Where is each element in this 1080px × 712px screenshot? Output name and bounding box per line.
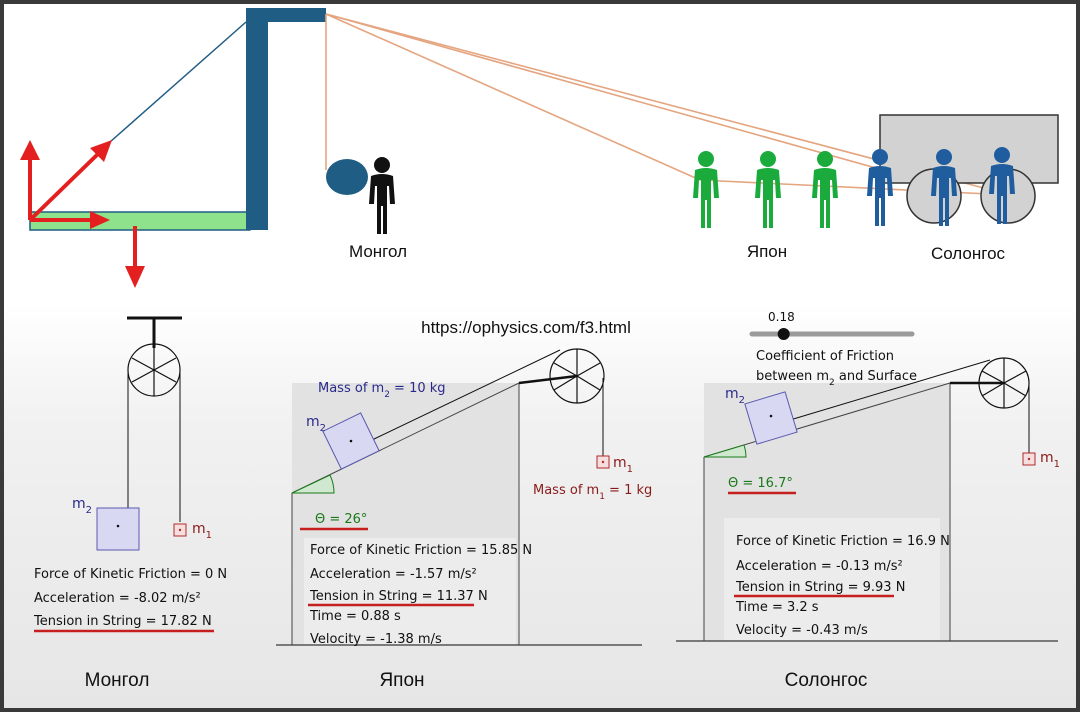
url-text: https://ophysics.com/f3.html: [421, 318, 631, 337]
incline-slope: [703, 382, 951, 458]
diagram-svg: Монгол Япон Солонгос https://ophysics.co…: [20, 8, 1060, 691]
mass-m2: [96, 507, 140, 551]
mass-m2-label: m2: [725, 386, 745, 406]
diagram-canvas: Монгол Япон Солонгос https://ophysics.co…: [4, 4, 1076, 708]
friction-slider-thumb[interactable]: [777, 328, 790, 340]
cart-body: [879, 114, 1059, 184]
cart-wheel-right: [980, 168, 1036, 224]
readout-box: [304, 538, 516, 646]
scene-label-mongol: Монгол: [349, 242, 407, 261]
string-slope: [789, 359, 991, 421]
tower-beam: [246, 8, 326, 22]
mass-m2-label: m2: [306, 414, 326, 434]
readout-velocity: Velocity = -1.38 m/s: [310, 632, 442, 647]
readout-time: Time = 0.88 s: [309, 609, 401, 624]
mass-m1-value: Mass of m1 = 1 kg: [533, 483, 652, 502]
scene-label-japan: Япон: [747, 242, 787, 261]
mass-m1-label: m1: [613, 455, 633, 475]
angle-label: Θ = 16.7°: [728, 476, 793, 491]
tower-post: [246, 20, 268, 230]
angle-label: Θ = 26°: [315, 512, 367, 527]
readout-tension: Tension in String = 17.82 N: [33, 614, 212, 629]
readout-friction: Force of Kinetic Friction = 0 N: [34, 567, 227, 582]
person-japan-icon: [755, 151, 781, 228]
caption-korea: Солонгос: [785, 670, 868, 691]
mass-m2-label: m2: [72, 496, 92, 516]
readout-acceleration: Acceleration = -8.02 m/s²: [34, 591, 201, 606]
scene: Монгол Япон Солонгос: [20, 8, 1059, 288]
angle-arc: [703, 444, 747, 458]
mass-m2-value: Mass of m2 = 10 kg: [318, 381, 446, 400]
readout-friction: Force of Kinetic Friction = 16.9 N: [736, 534, 950, 549]
force-arrows: [20, 140, 145, 288]
caption-mongol: Монгол: [85, 670, 150, 691]
angle-arc: [291, 474, 335, 494]
coef-label-line2: between m2 and Surface: [756, 369, 917, 388]
readout-box: [724, 518, 940, 642]
person-japan-icon: [812, 151, 838, 228]
mass-m1-label: m1: [1040, 450, 1060, 470]
readout-tension: Tension in String = 11.37 N: [309, 589, 488, 604]
arrow-diagonal: [28, 150, 102, 222]
arrow-right-head: [90, 211, 110, 229]
arrow-up-head: [20, 140, 40, 160]
pulley-wheel-icon: [549, 348, 605, 404]
person-japan-icon: [693, 151, 719, 228]
readout-acceleration: Acceleration = -0.13 m/s²: [736, 559, 903, 574]
panel-japan: m2 Mass of m2 = 10 kg m1 Mass of m1 = 1 …: [276, 348, 652, 691]
person-mongol-icon: [369, 157, 395, 234]
pulley-arm: [518, 374, 578, 385]
pulley-wheel-icon: [978, 357, 1030, 409]
panel-korea: m2 m1 0.18 Coefficient of Friction betwe…: [676, 310, 1060, 691]
caption-japan: Япон: [379, 670, 424, 691]
scene-label-korea: Солонгос: [931, 244, 1006, 263]
mass-m1-label: m1: [192, 521, 212, 541]
mass-m2: [744, 391, 798, 445]
panel-mongol: m2 m1 Force of Kinetic Friction = 0 N Ac…: [33, 316, 227, 691]
string-slope: [371, 349, 561, 441]
readout-time: Time = 3.2 s: [735, 600, 819, 615]
readout-tension: Tension in String = 9.93 N: [735, 580, 905, 595]
arrow-down-head: [125, 266, 145, 288]
slider-value-label: 0.18: [768, 310, 795, 324]
guy-wire: [109, 21, 247, 143]
readout-velocity: Velocity = -0.43 m/s: [736, 623, 868, 638]
hanging-weight: [326, 159, 368, 195]
coef-label-line1: Coefficient of Friction: [756, 349, 894, 364]
readout-acceleration: Acceleration = -1.57 m/s²: [310, 567, 477, 582]
readout-friction: Force of Kinetic Friction = 15.85 N: [310, 543, 532, 558]
arrow-diagonal-head: [90, 140, 112, 162]
pulley-wheel-icon: [127, 343, 181, 397]
